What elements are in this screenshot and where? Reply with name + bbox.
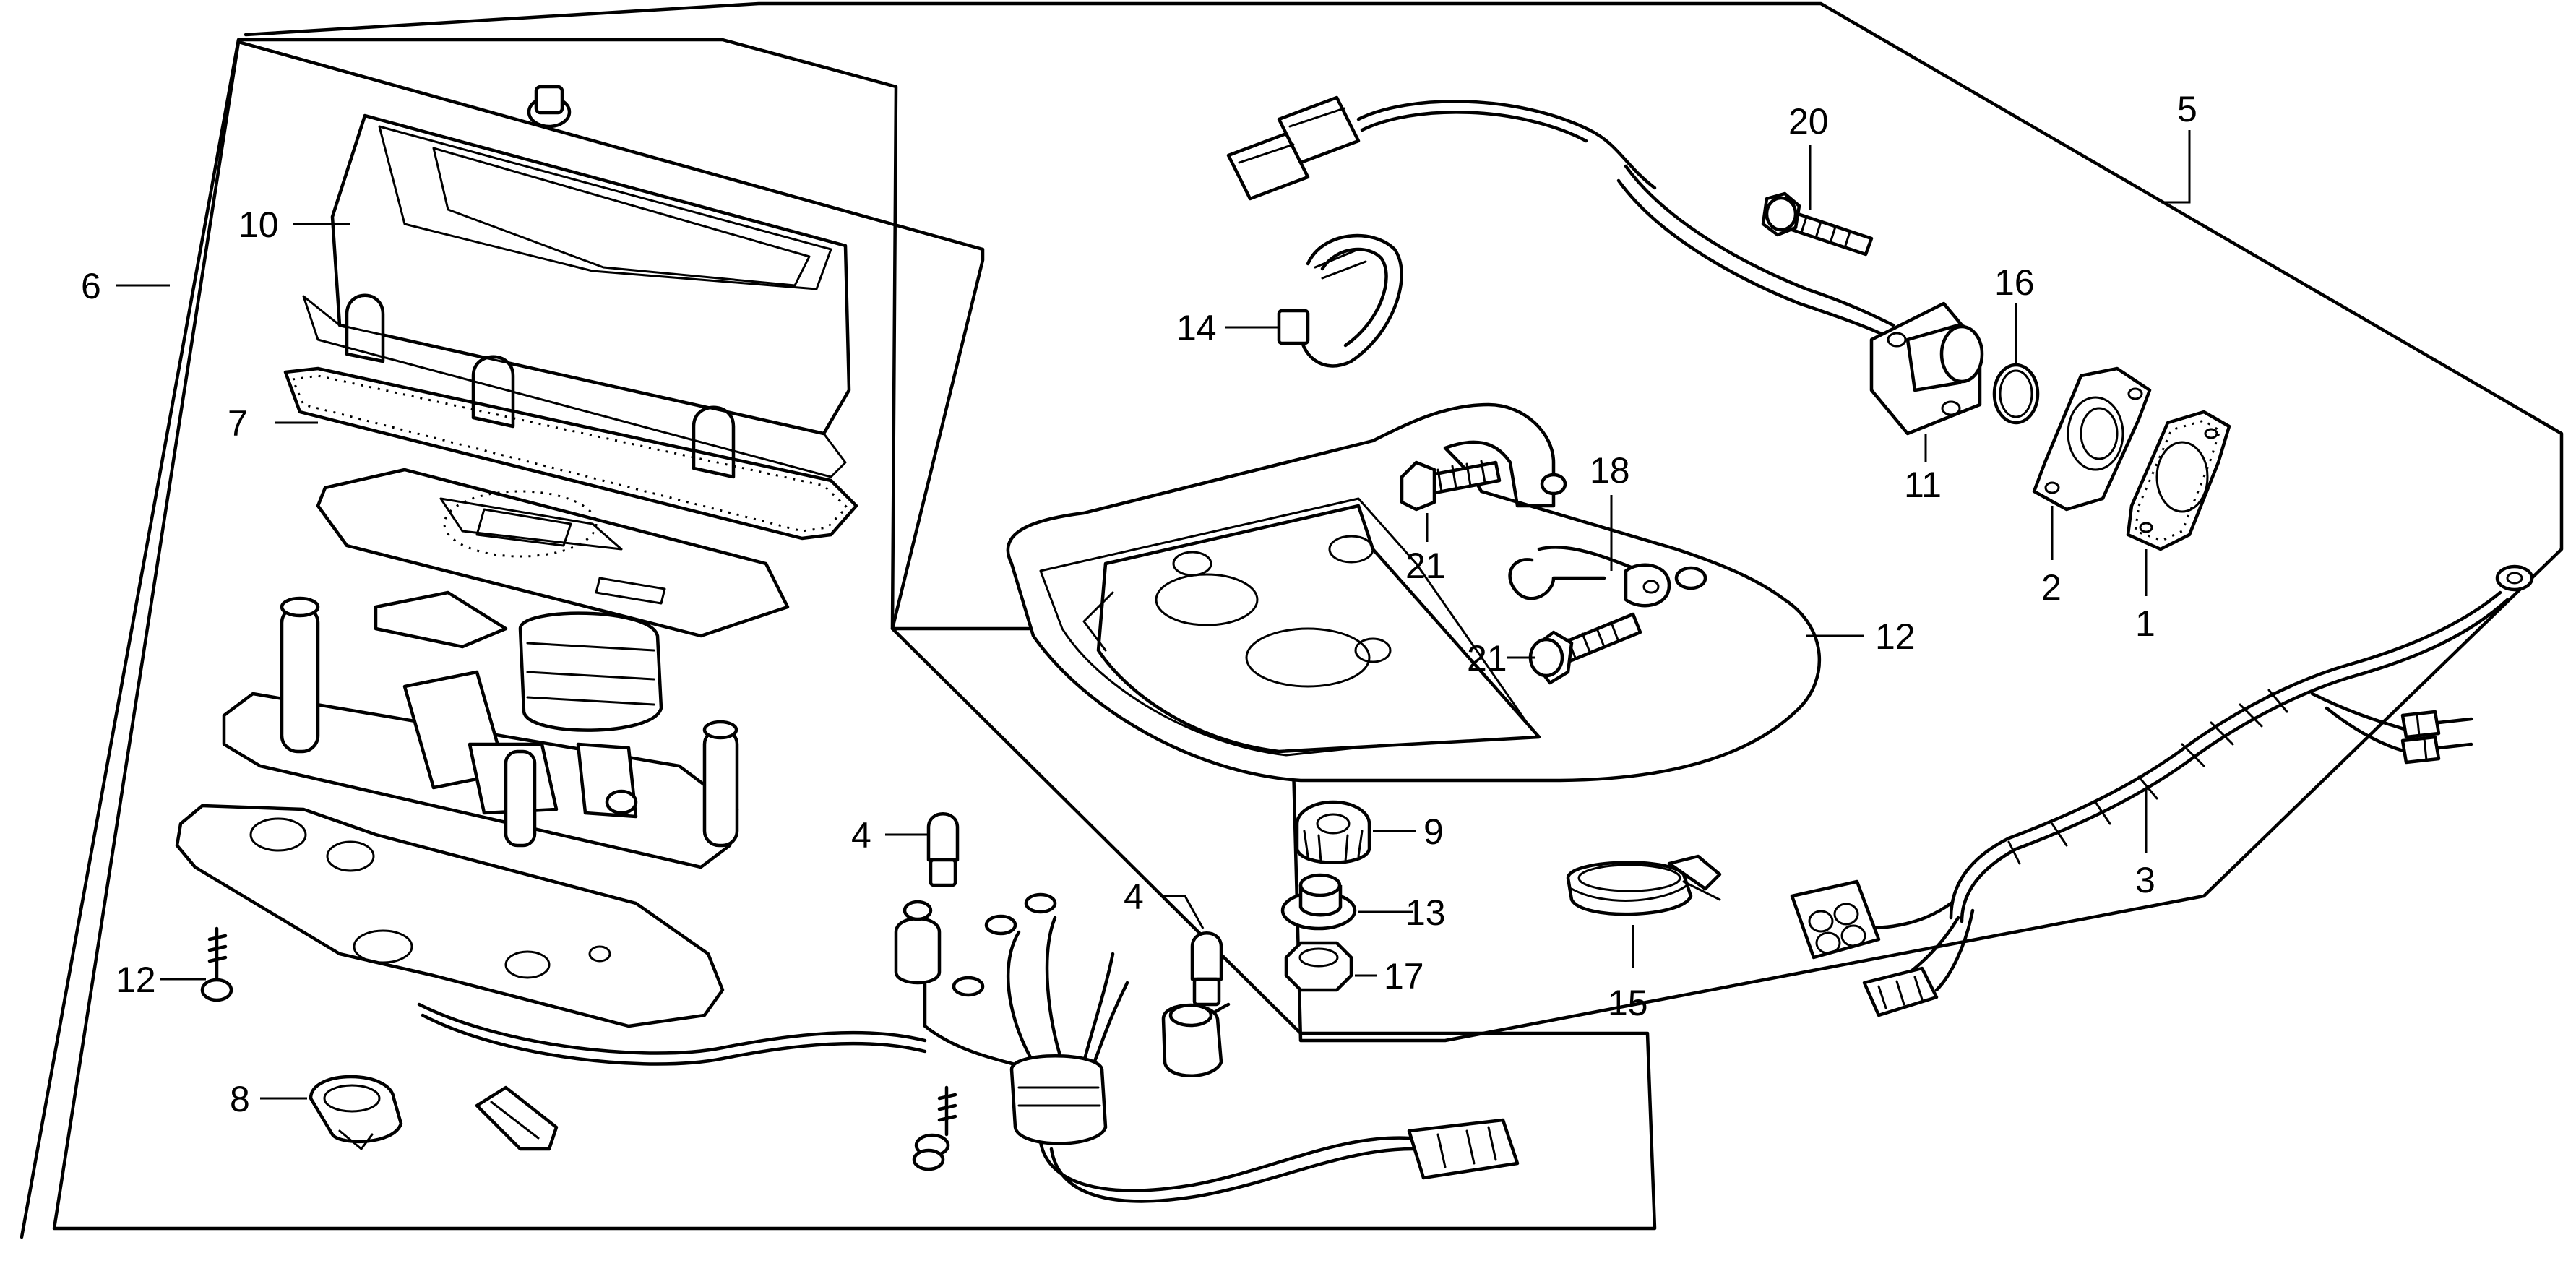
meter-movement <box>222 590 739 869</box>
callout-9: 9 <box>1423 811 1444 852</box>
callout-13: 12 <box>1875 616 1916 657</box>
mounting-bracket-13 <box>1006 402 1822 783</box>
bolt-21-upper <box>1400 460 1502 512</box>
meter-wire-harness <box>417 892 1520 1203</box>
screw-small <box>912 1085 957 1171</box>
callout-5: 5 <box>2177 89 2197 129</box>
bolt-21-lower <box>1528 612 1642 685</box>
bulb-4-left <box>926 812 960 887</box>
callout-6: 6 <box>81 266 101 306</box>
assembly-boundary-6 <box>52 40 1657 1231</box>
bulb-4-right <box>1190 931 1223 1007</box>
wire-harness-3 <box>1790 564 2534 1017</box>
gasket-1 <box>2126 410 2231 551</box>
callout-19: 17 <box>1384 956 1424 996</box>
callout-7: 7 <box>228 403 248 444</box>
callout-11: 11 <box>1904 465 1942 505</box>
bolt-20 <box>1761 191 1874 257</box>
flange-2 <box>2032 366 2152 512</box>
collar-14 <box>1280 873 1357 931</box>
wire-clip <box>475 1085 559 1151</box>
callout-10: 10 <box>238 204 279 245</box>
meter-dial-plate <box>316 468 790 638</box>
speed-sensor-11 <box>1869 301 1984 436</box>
callout-8: 8 <box>230 1079 250 1119</box>
callout-14: 13 <box>1405 892 1446 933</box>
callout-18: 18 <box>1590 450 1630 491</box>
clamp-band-15 <box>1277 233 1403 368</box>
rubber-bushing-9 <box>1295 800 1371 864</box>
callout-20: 20 <box>1788 101 1829 142</box>
meter-case-10 <box>302 85 851 479</box>
callout-3: 3 <box>2135 860 2155 900</box>
nut-19 <box>1284 941 1353 992</box>
callout-4-right: 4 <box>1124 877 1144 917</box>
leader-5 <box>2161 130 2191 204</box>
callout-2: 2 <box>2041 567 2062 608</box>
assembly-boundary-5 <box>20 1 2564 1239</box>
callout-16: 15 <box>1608 983 1648 1023</box>
o-ring-17 <box>1992 363 2040 425</box>
gasket-7 <box>283 366 858 541</box>
callout-17: 16 <box>1994 262 2035 303</box>
meter-base-plate <box>175 804 725 1028</box>
callout-12: 12 <box>116 960 156 1000</box>
upper-harness-connector <box>1226 95 1895 338</box>
grommet-8 <box>309 1075 403 1150</box>
clip-18 <box>1508 546 1671 608</box>
callout-4-left: 4 <box>851 815 871 856</box>
callout-21-lower: 21 <box>1467 638 1507 679</box>
clamp-16 <box>1566 854 1722 916</box>
callout-1: 1 <box>2135 603 2155 644</box>
screw-12 <box>200 926 233 1002</box>
callout-21-upper: 21 <box>1405 546 1446 586</box>
leader-4b <box>1160 895 1205 929</box>
callout-15: 14 <box>1176 308 1217 348</box>
